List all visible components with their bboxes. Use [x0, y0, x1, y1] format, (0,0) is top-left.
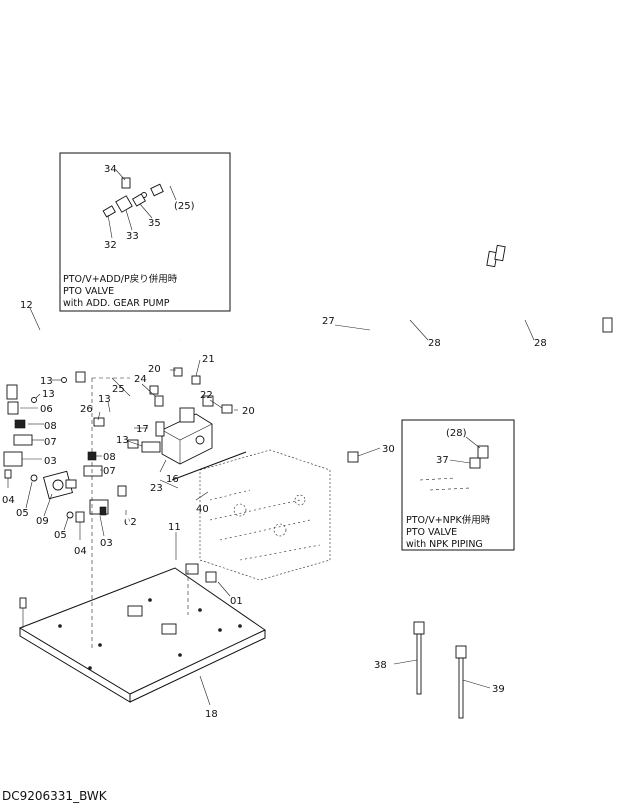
- inset-top-callout-33: 33: [126, 231, 139, 242]
- callout-20b: 20: [242, 406, 255, 417]
- callout-23: 23: [150, 483, 163, 494]
- inset-right-callout-28: (28): [446, 428, 467, 439]
- callout-28a: 28: [428, 338, 441, 349]
- callout-38: 38: [374, 660, 387, 671]
- plate-outline: [18, 567, 266, 695]
- callout-06: 06: [40, 404, 53, 415]
- callout-05b: 05: [54, 530, 67, 541]
- callout-24: 24: [134, 374, 147, 385]
- inset-top-callout-35: 35: [148, 218, 161, 229]
- inset-right-note-line-2: PTO VALVE: [406, 527, 457, 538]
- inset-hose-fitting: [150, 183, 164, 197]
- pto-valve-body: [161, 413, 213, 465]
- pto-valve-assembly: 25 24 20 21 22 20 26 13 17 13 16 23 02: [80, 338, 255, 528]
- callout-03b: 03: [100, 538, 113, 549]
- callout-13a: 13: [40, 376, 53, 387]
- inset-right-note-line-1: PTO/V+NPK併用時: [406, 514, 491, 526]
- inset-right-hose-end: [477, 445, 489, 459]
- inset-right-npk-piping: (28) 37 PTO/V+NPK併用時 PTO VALVE with NPK …: [401, 419, 515, 551]
- inset-top-frame: [59, 152, 231, 312]
- callout-28b: 28: [534, 338, 547, 349]
- inset-top-callout-34: 34: [104, 164, 117, 175]
- callout-01: 01: [230, 596, 243, 607]
- inset-right-note-line-3: with NPK PIPING: [406, 539, 483, 550]
- fitting-30: [347, 451, 359, 463]
- hose-12: 12: [6, 300, 86, 400]
- inset-top-note-line-3: with ADD. GEAR PUMP: [63, 298, 170, 309]
- callout-17: 17: [136, 424, 149, 435]
- left-fittings-stack: 13 13 06 08 07 03 04 05 09 05 04: [2, 376, 130, 650]
- inset-right-fitting-37: [469, 457, 481, 469]
- callout-07a: 07: [44, 437, 57, 448]
- pipe-11: 11 01: [124, 514, 243, 615]
- callout-30: 30: [382, 444, 395, 455]
- inset-part-35: [132, 193, 146, 207]
- callout-39: 39: [492, 684, 505, 695]
- callout-12: 12: [20, 300, 33, 311]
- inset-top-callout-25: (25): [174, 201, 195, 212]
- diagram-code: DC9206331_BWK: [2, 789, 108, 803]
- callout-05a: 05: [16, 508, 29, 519]
- callout-07b: 07: [103, 466, 116, 477]
- callout-08b: 08: [103, 452, 116, 463]
- callout-11: 11: [168, 522, 181, 533]
- inset-top-callout-32: 32: [104, 240, 117, 251]
- callout-02: 02: [124, 517, 137, 528]
- callout-08a: 08: [44, 421, 57, 432]
- base-plate-18: 18: [18, 567, 266, 720]
- callout-04b: 04: [74, 546, 87, 557]
- callout-09: 09: [36, 516, 49, 527]
- inset-top-note-line-2: PTO VALVE: [63, 286, 114, 297]
- callout-03a: 03: [44, 456, 57, 467]
- callout-13c: 13: [98, 394, 111, 405]
- inset-part-33: [115, 195, 133, 213]
- inset-right-frame: [401, 419, 515, 551]
- callout-40: 40: [196, 504, 209, 515]
- inset-part-32: [102, 205, 116, 218]
- callout-13d: 13: [116, 435, 129, 446]
- callout-20a: 20: [148, 364, 161, 375]
- callout-18: 18: [205, 709, 218, 720]
- callout-26: 26: [80, 404, 93, 415]
- callout-25: 25: [112, 384, 125, 395]
- callout-04a: 04: [2, 495, 15, 506]
- callout-13b: 13: [42, 389, 55, 400]
- long-hoses: 27 28 28 30: [179, 238, 613, 521]
- callout-27: 27: [322, 316, 335, 327]
- cable-ties: 38 39: [374, 621, 505, 719]
- inset-right-callout-37: 37: [436, 455, 449, 466]
- inset-part-34: [121, 177, 131, 189]
- callout-22: 22: [200, 390, 213, 401]
- inset-top-note-line-1: PTO/V+ADD/P戻り併用時: [63, 273, 178, 285]
- inset-top-add-gear-pump: 34 (25) 35 33 32 PTO/V+ADD/P戻り併用時 PTO VA…: [59, 152, 231, 312]
- control-valve-background: 40: [171, 449, 331, 581]
- callout-21: 21: [202, 354, 215, 365]
